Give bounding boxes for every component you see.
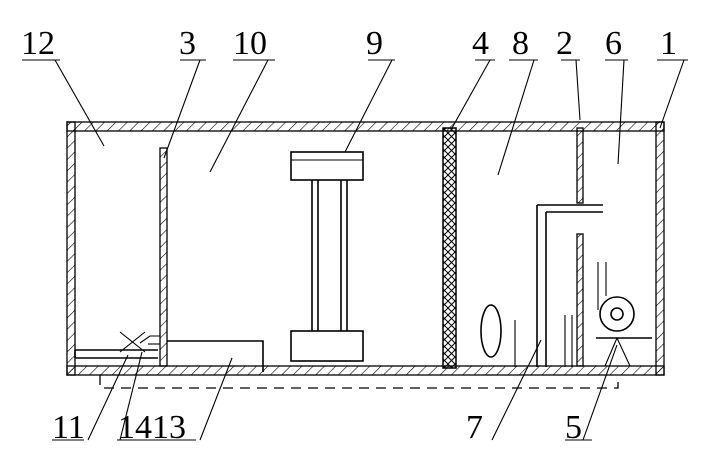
- pump-5: [596, 262, 652, 367]
- assembly-11-14: [74, 331, 160, 359]
- label-3: 3: [179, 25, 196, 62]
- label-2: 2: [556, 25, 573, 62]
- top-wall: [66, 121, 665, 132]
- filter-screen-4: [442, 127, 457, 369]
- label-6: 6: [605, 25, 622, 62]
- spool-9: [290, 151, 364, 362]
- label-12: 12: [21, 25, 55, 62]
- label-11: 11: [52, 409, 85, 446]
- partition-wall-3: [159, 147, 168, 367]
- partition-wall-2-lower: [576, 233, 584, 367]
- pipe-7: [514, 204, 603, 367]
- outer-housing: [66, 121, 665, 376]
- spool-bottom-flange: [290, 330, 364, 362]
- label-10: 10: [233, 25, 267, 62]
- ellipse-element: [480, 304, 502, 358]
- right-wall: [655, 121, 665, 376]
- part-labels: 12 3 10 9 4 8 2 6 1 11 1413 7 5: [21, 25, 677, 446]
- left-wall: [66, 121, 76, 376]
- leader-lines: [22, 59, 688, 441]
- label-7: 7: [466, 409, 483, 446]
- drain-line: [99, 375, 619, 389]
- pump-housing: [599, 296, 635, 332]
- label-1: 1: [660, 25, 677, 62]
- label-9: 9: [366, 25, 383, 62]
- bottom-wall: [66, 365, 665, 376]
- label-8: 8: [512, 25, 529, 62]
- label-4: 4: [472, 25, 489, 62]
- spool-top-flange: [290, 151, 364, 181]
- label-5: 5: [565, 409, 582, 446]
- pump-impeller: [610, 307, 624, 321]
- plate-13: [167, 340, 264, 372]
- partition-wall-2-upper: [576, 127, 584, 204]
- label-14-13: 1413: [118, 409, 186, 446]
